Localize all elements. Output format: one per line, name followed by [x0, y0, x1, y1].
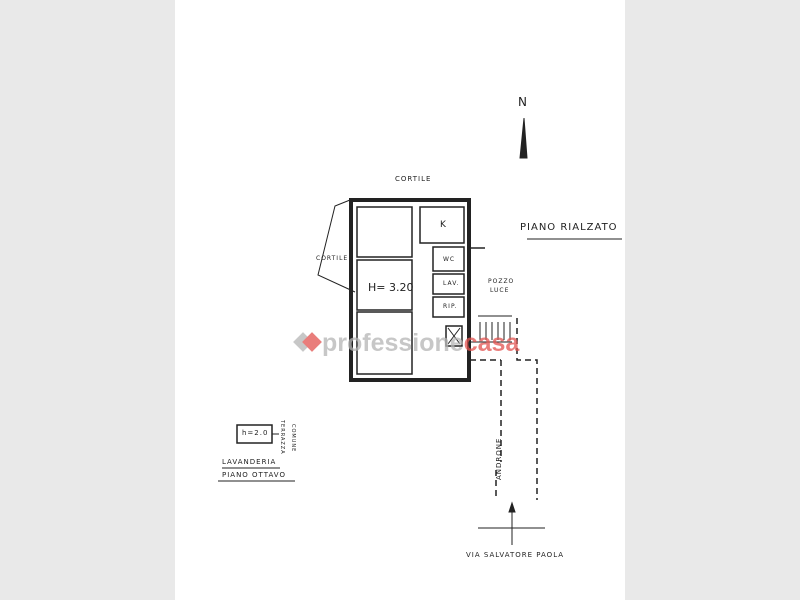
- label-kitchen: K: [440, 220, 447, 230]
- cortile-outline: [317, 199, 356, 293]
- outer-walls: [349, 198, 471, 382]
- label-street: VIA SALVATORE PAOLA: [466, 551, 565, 559]
- entrance-arrow-icon: [508, 501, 516, 513]
- label-height: H= 3.20: [368, 281, 414, 294]
- stairs: [470, 315, 512, 343]
- north-label: N: [518, 95, 528, 109]
- floor-plan-sheet: [175, 0, 625, 600]
- logo-icon: [293, 330, 322, 356]
- wc-room: [432, 246, 465, 272]
- north-arrow-icon: [519, 117, 528, 159]
- label-lavanderia: LAVANDERIA: [222, 458, 277, 466]
- label-underlines: [218, 238, 622, 482]
- watermark-text-2: casa: [463, 328, 520, 357]
- stair-shaft: [445, 325, 463, 347]
- lav-room: [432, 273, 465, 295]
- label-androne: ANDRONE: [495, 437, 503, 480]
- room-2: [356, 259, 413, 311]
- label-luce: LUCE: [490, 287, 510, 294]
- androne-corridor: [470, 318, 538, 500]
- label-box-height: h=2.0: [242, 429, 269, 437]
- label-piano-ottavo: PIANO OTTAVO: [222, 471, 286, 479]
- label-terrazza: TERRAZZA: [279, 420, 285, 455]
- label-rip: RIP.: [443, 303, 458, 310]
- watermark-text-1: professione: [322, 328, 464, 357]
- label-wc: WC: [443, 256, 456, 263]
- label-cortile-left: CORTILE: [316, 255, 349, 262]
- label-comune: COMUNE: [290, 424, 296, 453]
- room-3: [356, 311, 413, 375]
- kitchen: [419, 206, 465, 244]
- rip-room: [432, 296, 465, 318]
- plan-title: PIANO RIALZATO: [520, 222, 618, 233]
- room-1: [356, 206, 413, 258]
- stair-shaft-cross: [447, 327, 461, 345]
- label-pozzo: POZZO: [488, 278, 515, 285]
- label-lav: LAV.: [443, 280, 460, 287]
- label-cortile-top: CORTILE: [395, 175, 432, 183]
